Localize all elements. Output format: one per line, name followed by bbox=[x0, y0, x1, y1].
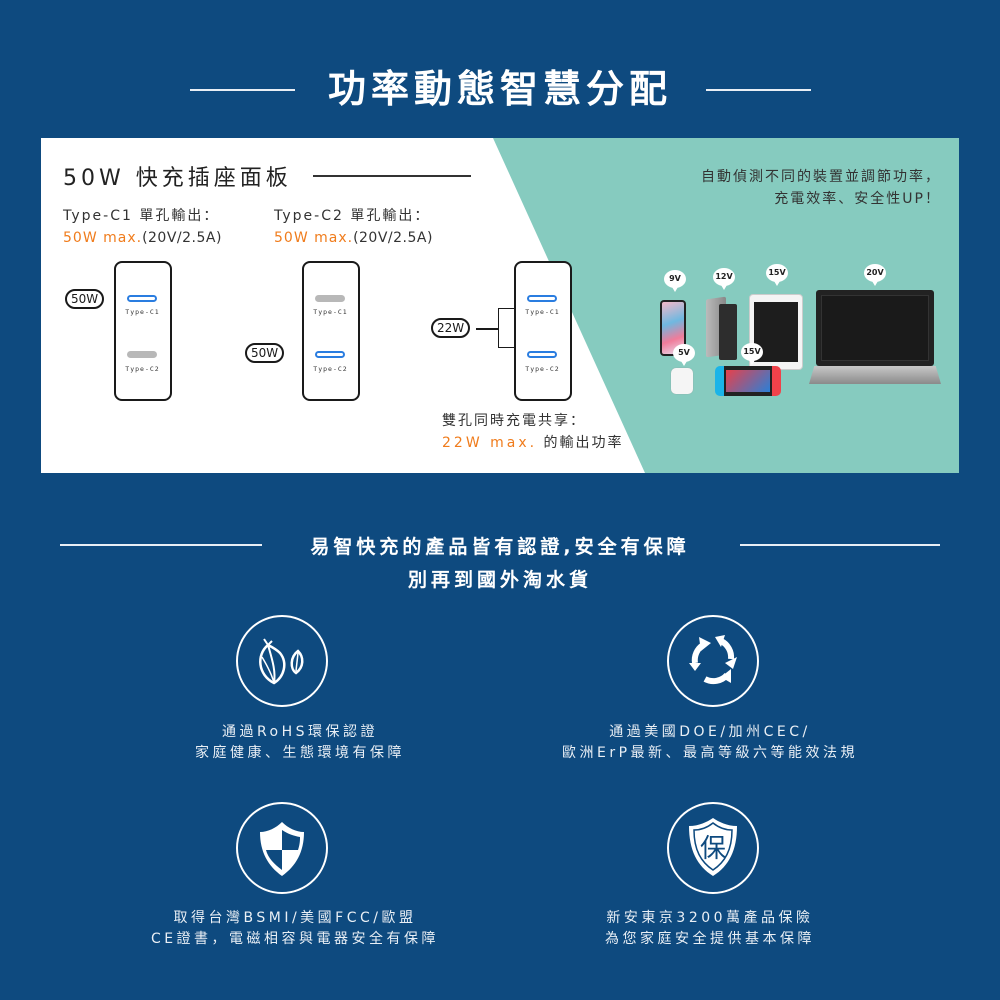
earbuds-icon bbox=[671, 368, 693, 394]
feature-line2: CE證書，電磁相容與電器安全有保障 bbox=[150, 931, 440, 947]
heading-left-rule bbox=[190, 89, 295, 91]
panel-title: 50W 快充插座面板 bbox=[63, 166, 292, 191]
port-label: Type-C2 bbox=[313, 365, 348, 373]
port-label: Type-C2 bbox=[525, 365, 560, 373]
bracket-connector bbox=[476, 328, 498, 330]
panel-title-rule bbox=[313, 175, 471, 177]
c1-spec-label: Type-C1 單孔輸出： bbox=[63, 208, 220, 224]
cert-heading-line2: 別再到國外淘水貨 bbox=[407, 569, 592, 591]
insurance-shield-icon: 保 bbox=[667, 802, 759, 894]
dual-output-text: 雙孔同時充電共享： 22W max. 的輸出功率 bbox=[442, 410, 624, 454]
insurance-char: 保 bbox=[699, 834, 726, 864]
usb-c-port-inactive bbox=[315, 295, 345, 302]
voltage-bubble: 15V bbox=[766, 264, 788, 286]
feature-line2: 家庭健康、生態環境有保障 bbox=[195, 745, 405, 761]
feature-line1: 取得台灣BSMI/美國FCC/歐盟 bbox=[173, 910, 417, 926]
usb-c-port-active bbox=[527, 295, 557, 302]
shield-icon bbox=[236, 802, 328, 894]
c2-spec-label: Type-C2 單孔輸出： bbox=[274, 208, 431, 224]
feature-line1: 通過RoHS環保認證 bbox=[221, 724, 379, 740]
c2-spec-detail: (20V/2.5A) bbox=[353, 230, 433, 246]
voltage-bubble: 12V bbox=[713, 268, 735, 290]
c2-spec: Type-C2 單孔輸出： 50W max.(20V/2.5A) bbox=[274, 205, 433, 249]
auto-detect-line2: 充電效率、安全性UP！ bbox=[774, 191, 941, 207]
power-bank-icon bbox=[719, 304, 737, 360]
bracket-connector bbox=[498, 308, 514, 348]
feature-insurance: 新安東京3200萬產品保險 為您家庭安全提供基本保障 bbox=[540, 908, 880, 950]
usb-c-port-active bbox=[315, 351, 345, 358]
cert-left-rule bbox=[60, 544, 262, 546]
watt-badge: 22W bbox=[431, 318, 471, 338]
watt-badge: 50W bbox=[65, 289, 105, 309]
feature-line1: 通過美國DOE/加州CEC/ bbox=[609, 724, 811, 740]
port-label: Type-C1 bbox=[125, 308, 160, 316]
feature-rohs: 通過RoHS環保認證 家庭健康、生態環境有保障 bbox=[130, 722, 470, 764]
usb-c-port-active bbox=[127, 295, 157, 302]
charger-dual: Type-C1 Type-C2 bbox=[514, 261, 572, 401]
c1-spec-detail: (20V/2.5A) bbox=[142, 230, 222, 246]
watt-badge: 50W bbox=[245, 343, 285, 363]
recycle-arrows-icon bbox=[667, 615, 759, 707]
c1-spec: Type-C1 單孔輸出： 50W max.(20V/2.5A) bbox=[63, 205, 222, 249]
feature-line2: 為您家庭安全提供基本保障 bbox=[605, 931, 815, 947]
leaf-icon bbox=[236, 615, 328, 707]
heading-right-rule bbox=[706, 89, 811, 91]
c1-spec-value: 50W max. bbox=[63, 230, 143, 246]
auto-detect-line1: 自動偵測不同的裝置並調節功率， bbox=[701, 169, 941, 185]
auto-detect-text: 自動偵測不同的裝置並調節功率， 充電效率、安全性UP！ bbox=[701, 166, 941, 210]
feature-line1: 新安東京3200萬產品保險 bbox=[606, 910, 814, 926]
usb-c-port-active bbox=[527, 351, 557, 358]
voltage-bubble: 5V bbox=[673, 344, 695, 366]
dual-output-line1: 雙孔同時充電共享： bbox=[442, 413, 586, 429]
feature-line2: 歐洲ErP最新、最高等級六等能效法規 bbox=[561, 745, 859, 761]
cert-right-rule bbox=[740, 544, 940, 546]
voltage-bubble: 15V bbox=[741, 343, 763, 365]
page-title: 功率動態智慧分配 bbox=[327, 67, 672, 111]
voltage-bubble: 20V bbox=[864, 264, 886, 286]
laptop-base bbox=[809, 366, 941, 384]
game-console-icon bbox=[715, 366, 781, 396]
port-label: Type-C1 bbox=[313, 308, 348, 316]
c2-spec-value: 50W max. bbox=[274, 230, 354, 246]
port-label: Type-C1 bbox=[525, 308, 560, 316]
port-label: Type-C2 bbox=[125, 365, 160, 373]
cert-heading-line1: 易智快充的產品皆有認證,安全有保障 bbox=[310, 536, 690, 558]
usb-c-port-inactive bbox=[127, 351, 157, 358]
devices-illustration: 9V 12V 15V 20V 5V 15V bbox=[651, 258, 951, 398]
laptop-icon bbox=[816, 290, 934, 366]
dual-output-suffix: 的輸出功率 bbox=[537, 435, 624, 451]
feature-bsmi-fcc-ce: 取得台灣BSMI/美國FCC/歐盟 CE證書，電磁相容與電器安全有保障 bbox=[105, 908, 485, 950]
charger-c2-only: Type-C1 Type-C2 bbox=[302, 261, 360, 401]
charger-c1-only: Type-C1 Type-C2 bbox=[114, 261, 172, 401]
dual-output-value: 22W max. bbox=[442, 435, 538, 451]
charger-panel-card: 50W 快充插座面板 Type-C1 單孔輸出： 50W max.(20V/2.… bbox=[41, 138, 959, 473]
feature-doe-cec-erp: 通過美國DOE/加州CEC/ 歐洲ErP最新、最高等級六等能效法規 bbox=[520, 722, 900, 764]
voltage-bubble: 9V bbox=[664, 270, 686, 292]
